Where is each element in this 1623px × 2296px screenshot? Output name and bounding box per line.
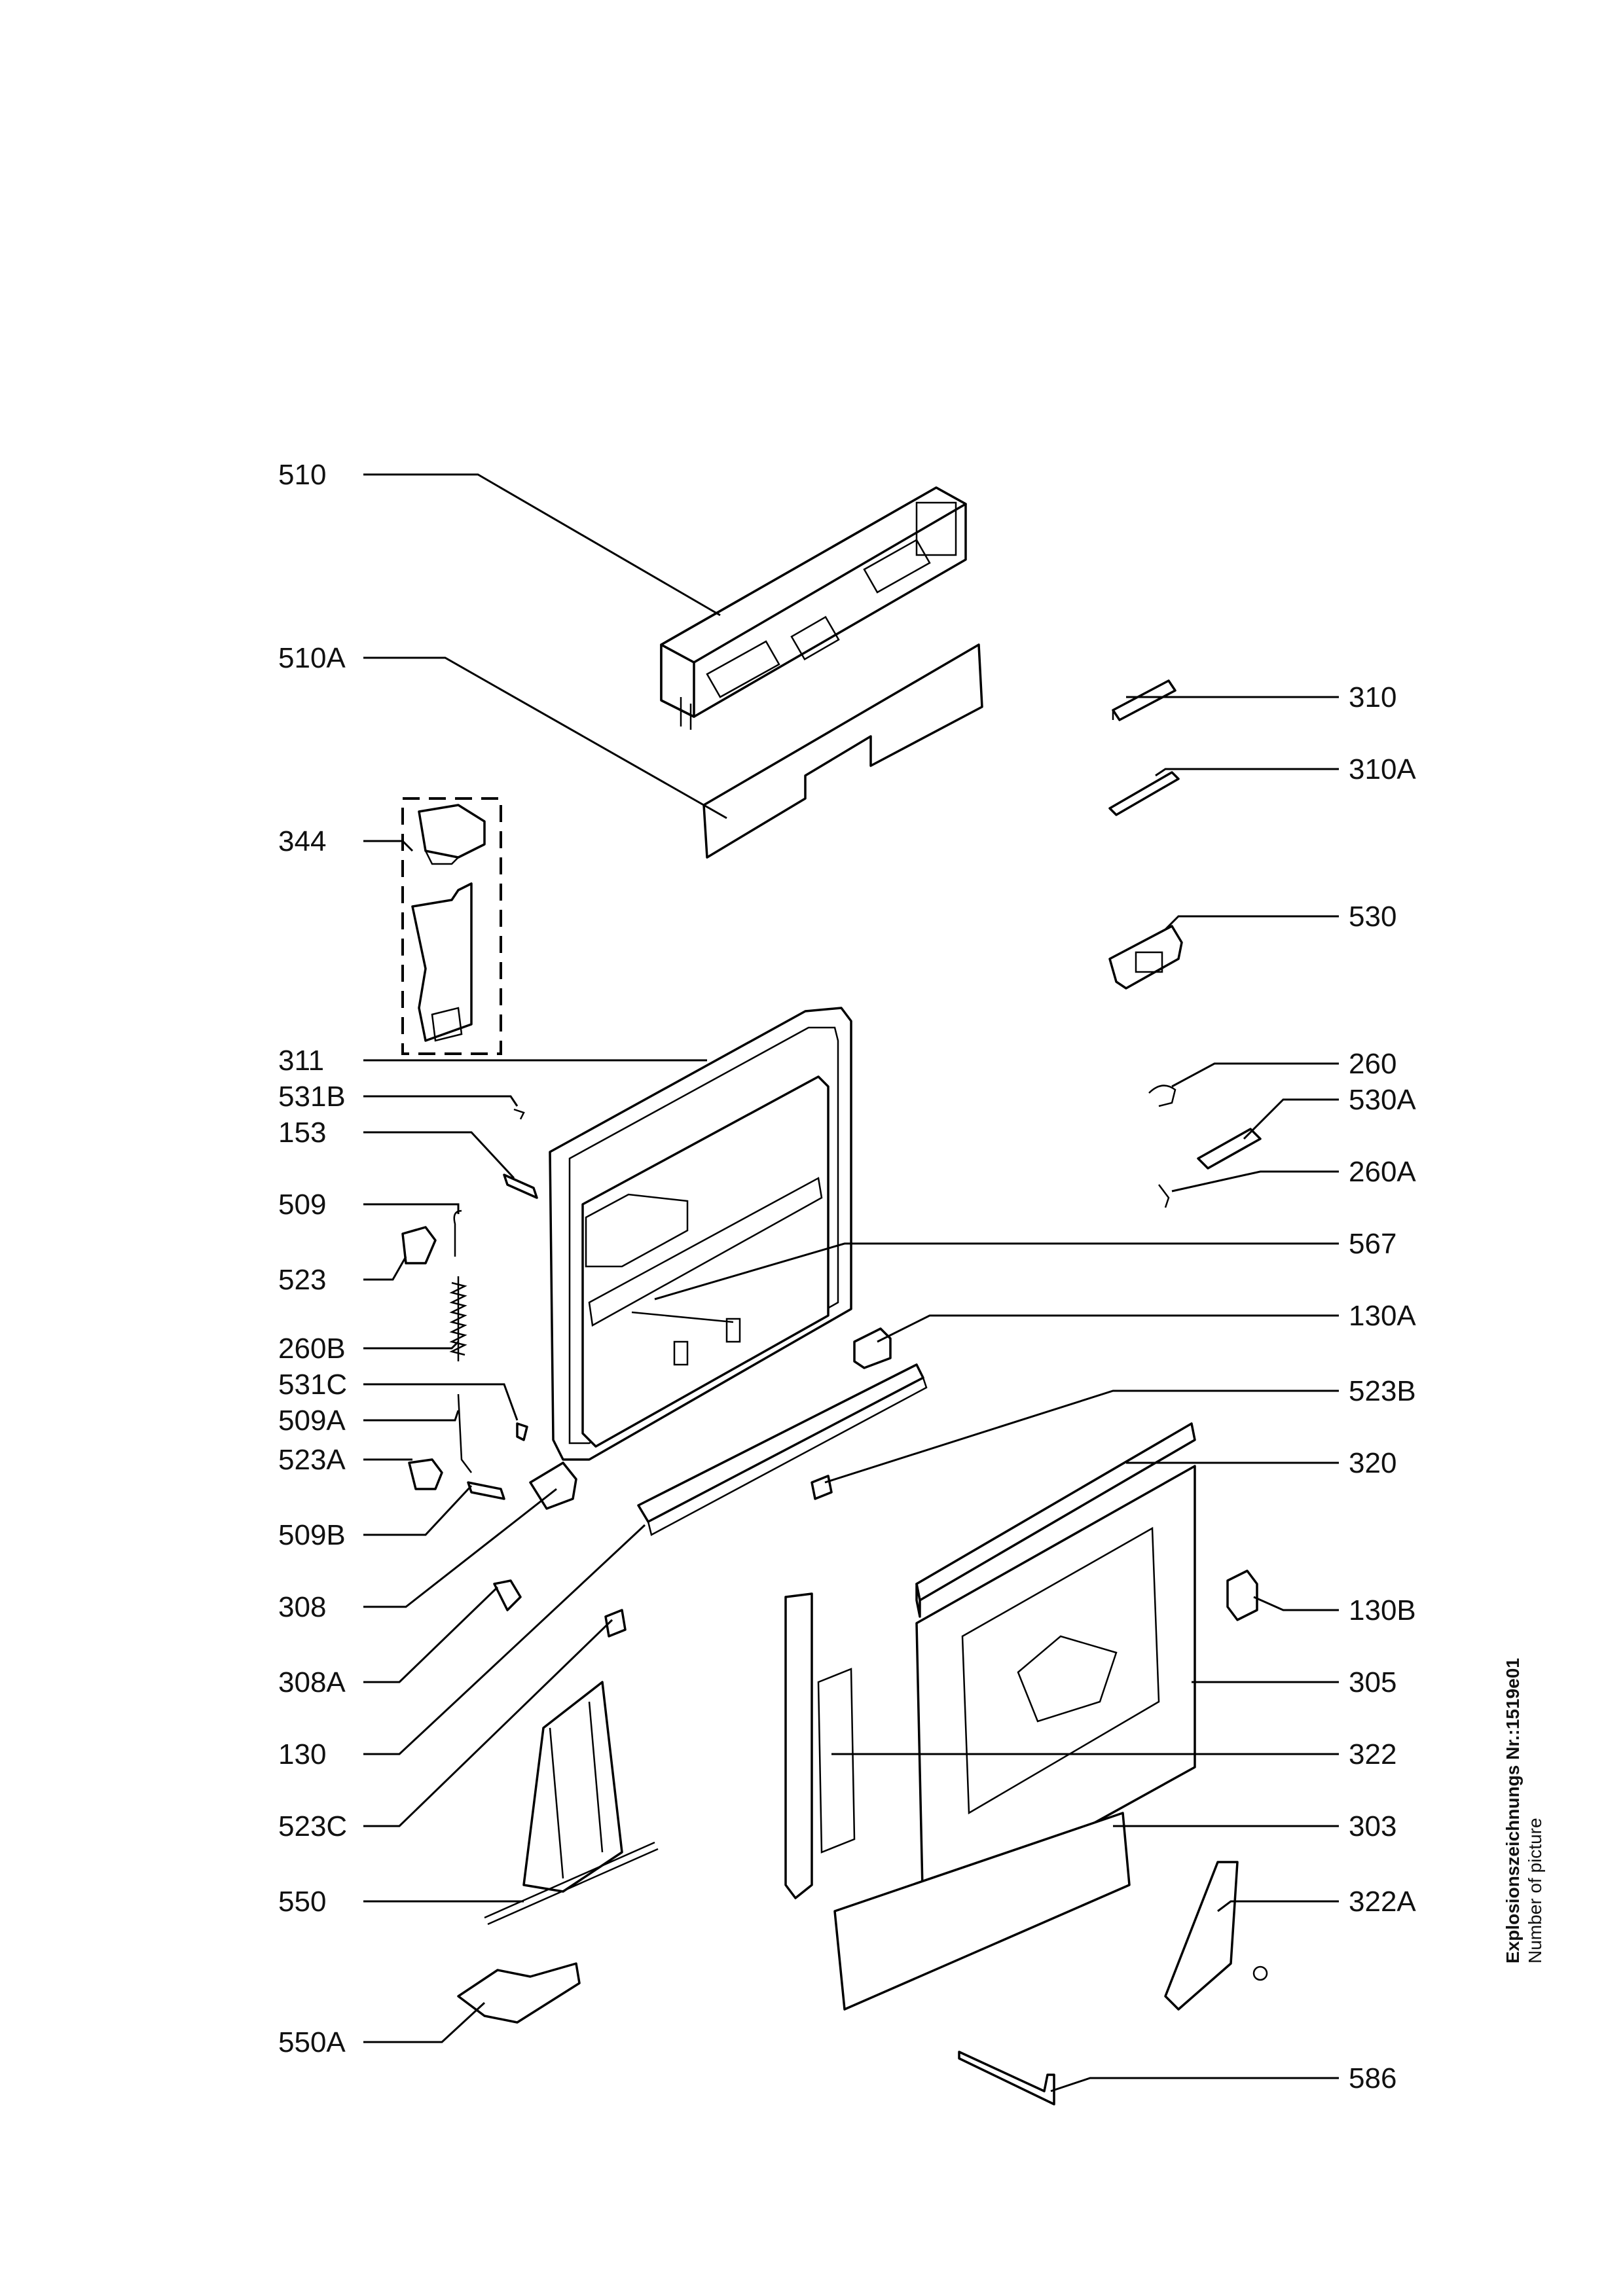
part-509-rod	[453, 1210, 462, 1257]
label-322A: 322A	[1349, 1886, 1416, 1918]
side-caption: Explosionszeichnungs Nr.:1519e01 Number …	[1503, 1658, 1545, 1964]
part-130A-block	[853, 1327, 892, 1369]
part-523C-clip	[604, 1609, 627, 1638]
label-311: 311	[278, 1045, 324, 1077]
label-523: 523	[278, 1264, 326, 1296]
label-531C: 531C	[278, 1369, 347, 1401]
part-322-strip	[784, 1592, 856, 1899]
label-303: 303	[1349, 1810, 1396, 1842]
part-322A-corner	[1164, 1861, 1239, 2011]
label-523B: 523B	[1349, 1375, 1416, 1407]
part-260-hook	[1148, 1085, 1176, 1107]
label-305: 305	[1349, 1666, 1396, 1698]
part-303-bottom-plate	[833, 1812, 1131, 2011]
part-344-bracket-group	[401, 797, 502, 1055]
label-509A: 509A	[278, 1405, 346, 1437]
label-531B: 531B	[278, 1081, 346, 1113]
part-530-lock	[1108, 925, 1183, 990]
part-531B-screw	[513, 1108, 525, 1120]
part-531C-screw	[516, 1422, 528, 1441]
part-labels: 510 510A 344 311 531B 153 509 523 260B 5…	[278, 459, 1416, 2094]
label-260: 260	[1349, 1048, 1396, 1080]
label-550A: 550A	[278, 2026, 346, 2058]
label-510A: 510A	[278, 642, 346, 674]
part-311-door-frame	[549, 1007, 852, 1461]
label-344: 344	[278, 825, 326, 857]
part-509B-rod	[467, 1481, 505, 1500]
label-308A: 308A	[278, 1666, 346, 1698]
label-567: 567	[1349, 1228, 1396, 1260]
label-310A: 310A	[1349, 753, 1416, 785]
part-153-pin	[503, 1174, 538, 1199]
label-310: 310	[1349, 681, 1396, 713]
part-260B-spring	[449, 1276, 467, 1361]
label-550: 550	[278, 1886, 326, 1918]
part-322A-screw	[1252, 1965, 1268, 1981]
label-523A: 523A	[278, 1444, 346, 1476]
part-510A-front-plate	[702, 643, 983, 859]
caption-drawing-number: Explosionszeichnungs Nr.:1519e01	[1503, 1658, 1523, 1964]
part-523-cap	[401, 1226, 437, 1265]
part-308-hinge	[529, 1462, 577, 1510]
caption-number-of-picture: Number of picture	[1525, 1818, 1545, 1964]
label-510: 510	[278, 459, 326, 491]
part-310A-strip	[1108, 771, 1180, 816]
label-509: 509	[278, 1189, 326, 1221]
label-530: 530	[1349, 901, 1396, 933]
label-530A: 530A	[1349, 1084, 1416, 1116]
label-260A: 260A	[1349, 1156, 1416, 1188]
label-523C: 523C	[278, 1810, 347, 1842]
part-130-rail	[637, 1363, 928, 1536]
label-260B: 260B	[278, 1333, 346, 1365]
label-153: 153	[278, 1117, 326, 1149]
part-320-strip	[915, 1422, 1196, 1618]
part-586-rod	[958, 2051, 1055, 2106]
label-509B: 509B	[278, 1519, 346, 1551]
label-320: 320	[1349, 1447, 1396, 1479]
label-130A: 130A	[1349, 1300, 1416, 1332]
part-523A-cap	[408, 1458, 443, 1490]
label-322: 322	[1349, 1738, 1396, 1770]
part-523B-clip	[811, 1475, 833, 1500]
label-130B: 130B	[1349, 1594, 1416, 1626]
part-550A-bracket	[457, 1962, 581, 2024]
part-550-frame	[484, 1681, 659, 1926]
label-586: 586	[1349, 2062, 1396, 2094]
part-260A-pin	[1158, 1184, 1170, 1208]
part-130B-block	[1226, 1570, 1258, 1621]
part-510-control-panel	[660, 486, 967, 730]
label-130: 130	[278, 1738, 326, 1770]
leader-lines	[363, 473, 1339, 2092]
part-310-clip	[1112, 679, 1176, 721]
part-308A-bracket	[493, 1579, 522, 1611]
part-530A-rod	[1197, 1128, 1262, 1170]
part-509A-wire	[457, 1393, 472, 1473]
label-308: 308	[278, 1591, 326, 1623]
